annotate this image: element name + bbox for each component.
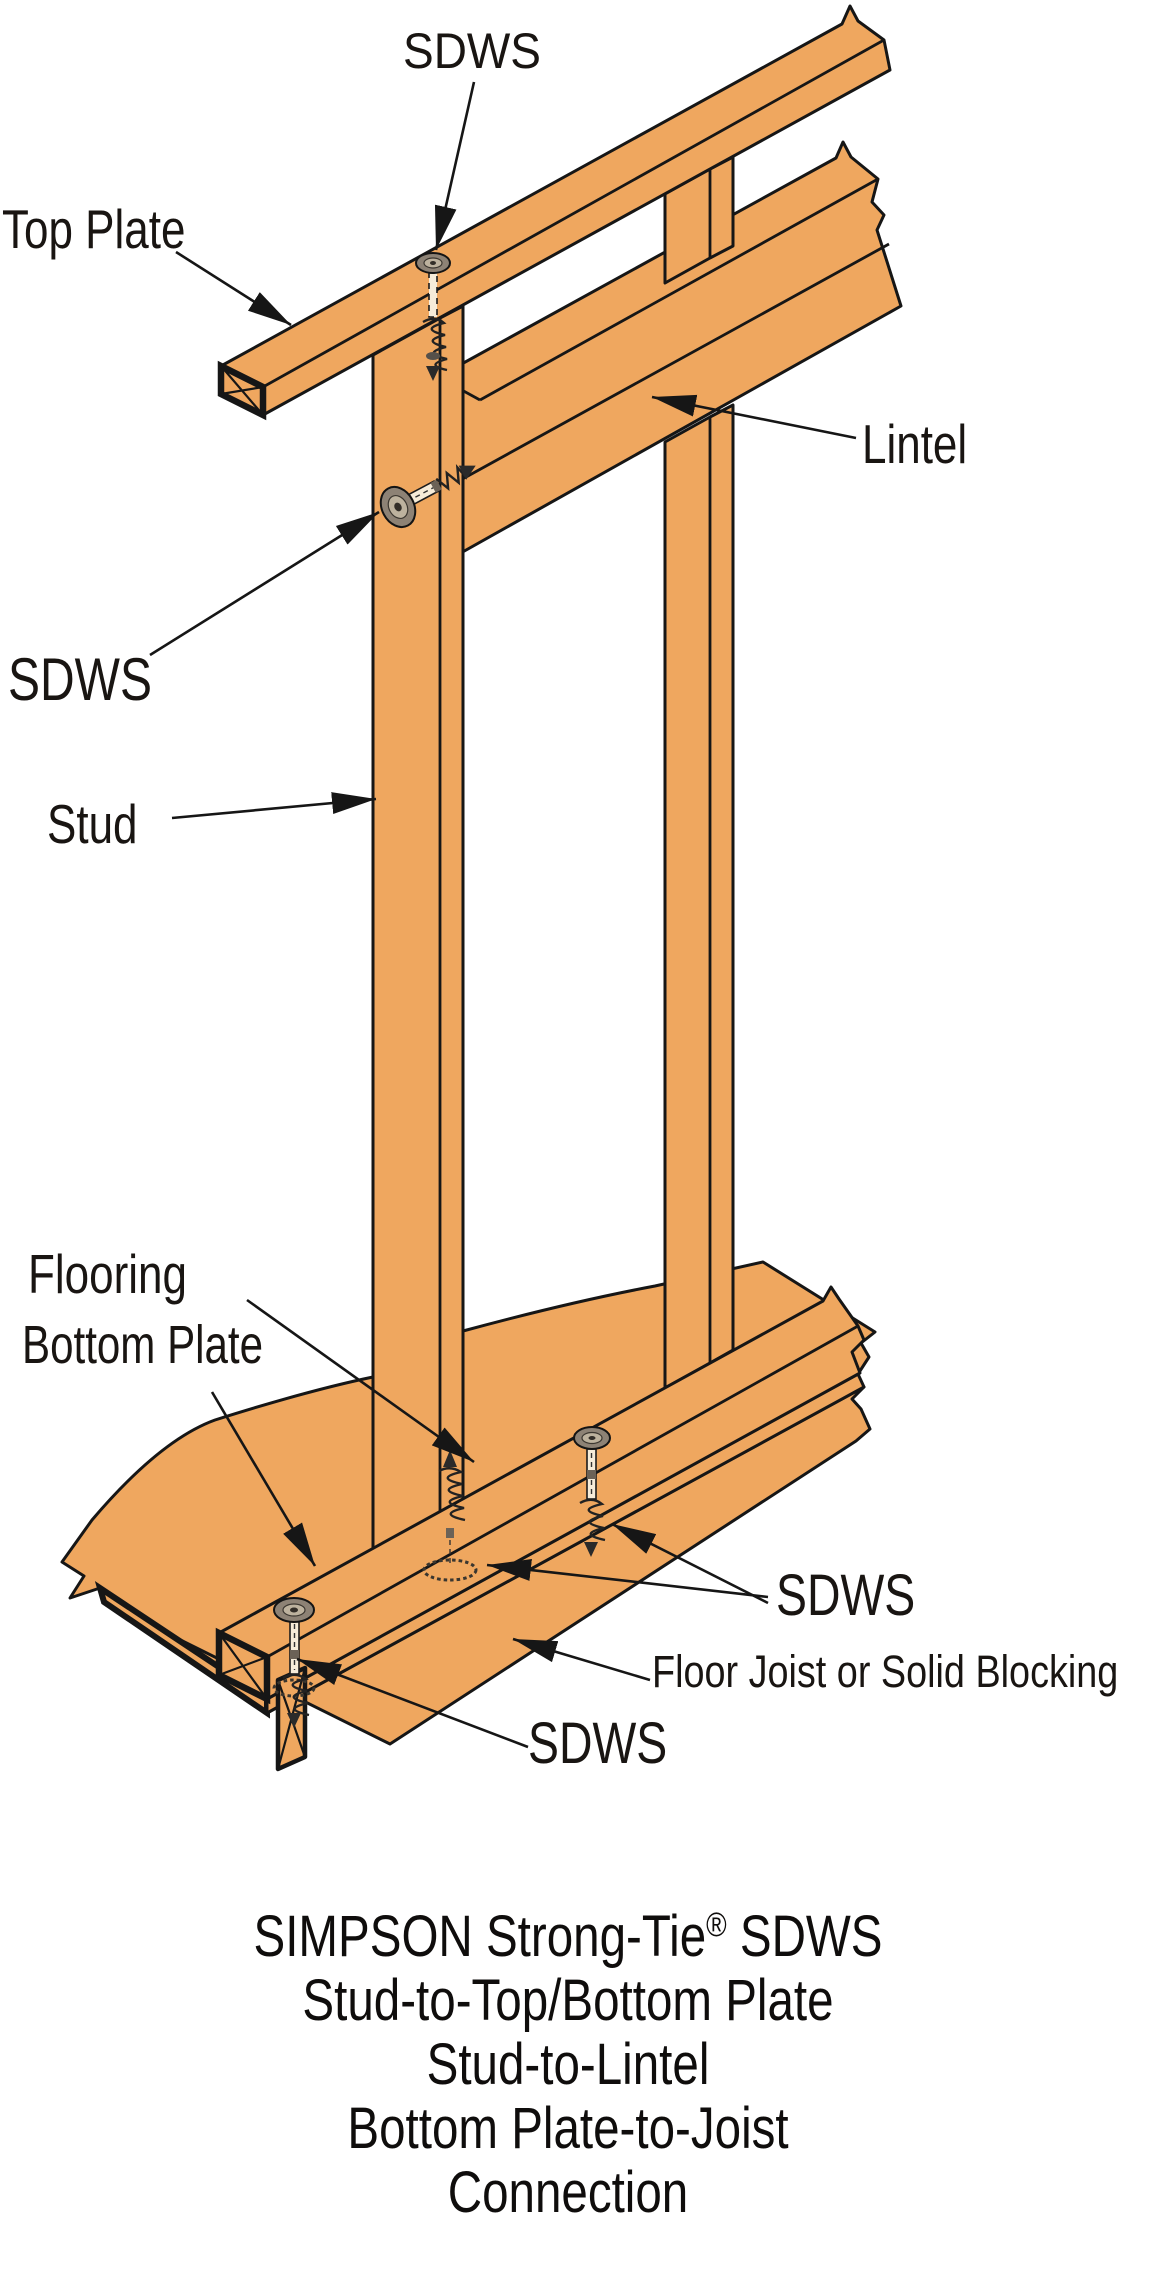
label-flooring: Flooring (28, 1243, 187, 1305)
leader-sdws-top (434, 81, 476, 251)
leader-stud (171, 792, 377, 820)
caption-line-5: Connection (448, 2161, 689, 2226)
leader-sdws-right-a (486, 1559, 769, 1599)
top-plate (219, 4, 892, 417)
leader-lintel (651, 394, 857, 440)
leader-floor-joist (512, 1637, 651, 1682)
leader-sdws-bottom (296, 1657, 529, 1749)
label-sdws-top: SDWS (403, 24, 541, 79)
top-plate-front-top-edge (262, 38, 885, 389)
leader-flooring (246, 1298, 475, 1464)
leader-sdws-left (149, 510, 380, 657)
sdws-screw-lintel-icon (379, 464, 476, 529)
leader-bottom-plate (210, 1391, 317, 1567)
label-top-plate: Top Plate (2, 198, 185, 260)
label-lintel: Lintel (862, 413, 967, 475)
label-stud: Stud (47, 793, 138, 855)
caption-line-3: Stud-to-Lintel (427, 2033, 710, 2098)
figure-caption: SIMPSON Strong-Tie® SDWS Stud-to-Top/Bot… (253, 1905, 882, 2226)
caption-line-4: Bottom Plate-to-Joist (347, 2097, 788, 2162)
sdws-screw-top-icon (415, 252, 451, 381)
sdws-screw-stud-bottom-icon (422, 1450, 478, 1582)
right-stud (663, 403, 735, 1390)
lintel-top-front-edge (479, 177, 879, 402)
sdws-screw-plate-joist-mid-icon (573, 1426, 611, 1557)
bottom-plate-front-top-edge (266, 1324, 859, 1659)
bottom-plate-end-x (218, 1632, 268, 1700)
leader-top-plate (175, 250, 292, 327)
label-sdws-bottom: SDWS (528, 1711, 667, 1776)
caption-line-1: SIMPSON Strong-Tie® SDWS (253, 1905, 882, 1970)
leader-sdws-right-b (611, 1522, 769, 1605)
label-sdws-left: SDWS (8, 646, 152, 713)
lintel-ply-line (456, 242, 890, 484)
label-sdws-right: SDWS (776, 1563, 915, 1628)
label-bottom-plate: Bottom Plate (22, 1315, 263, 1375)
caption-line-2: Stud-to-Top/Bottom Plate (302, 1969, 833, 2034)
lintel-beam (436, 140, 903, 565)
label-floor-joist: Floor Joist or Solid Blocking (652, 1646, 1118, 1697)
top-plate-end-x (220, 365, 264, 416)
